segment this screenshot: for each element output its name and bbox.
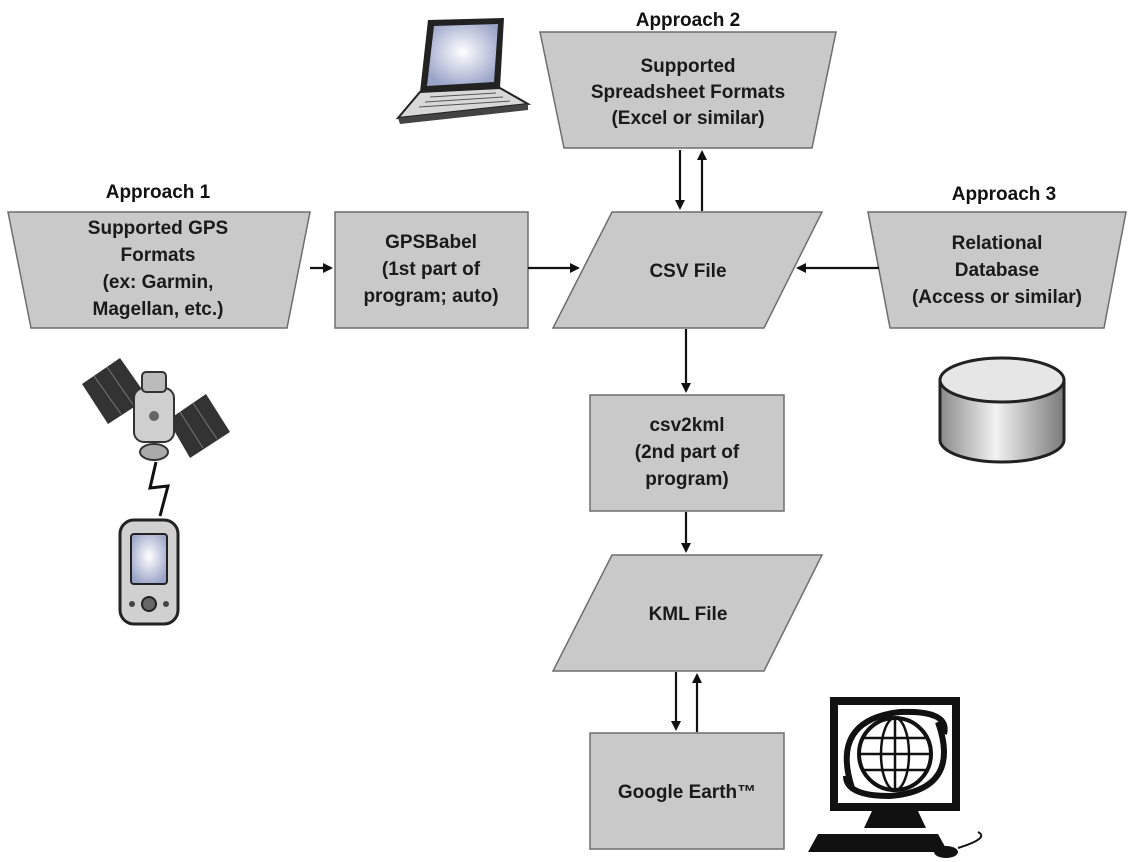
google-earth-box — [589, 732, 785, 850]
gps-handheld-icon — [118, 518, 180, 626]
approach-3-heading: Approach 3 — [952, 184, 1057, 205]
csv2kml-line: (2nd part of — [635, 442, 740, 463]
gpsbabel-box — [334, 211, 529, 329]
gpsbabel-line: (1st part of — [382, 259, 481, 280]
gps-formats-line: (ex: Garmin, — [103, 272, 214, 293]
gps-formats-label: Supported GPS Formats (ex: Garmin, Magel… — [88, 218, 228, 320]
spreadsheet-formats-line: Spreadsheet Formats — [591, 82, 785, 103]
gps-formats-line: Formats — [121, 245, 196, 266]
csv-file-label: CSV File — [649, 261, 726, 282]
gps-formats-line: Supported GPS — [88, 218, 228, 239]
signal-bolt-icon — [148, 461, 171, 517]
relational-database-line: Relational — [952, 233, 1043, 254]
gpsbabel-label: GPSBabel (1st part of program; auto) — [363, 232, 498, 307]
relational-database-line: Database — [955, 260, 1040, 281]
gpsbabel-line: GPSBabel — [385, 232, 477, 253]
csv2kml-box — [589, 394, 785, 512]
kml-file-shape — [551, 554, 824, 672]
spreadsheet-formats-line: (Excel or similar) — [611, 108, 764, 129]
kml-file-label: KML File — [649, 604, 728, 625]
spreadsheet-formats-label: Supported Spreadsheet Formats (Excel or … — [591, 56, 785, 129]
laptop-icon — [395, 18, 532, 124]
csv2kml-line: program) — [645, 469, 728, 490]
spreadsheet-formats-line: Supported — [641, 56, 736, 77]
relational-database-shape — [867, 211, 1127, 329]
relational-database-label: Relational Database (Access or similar) — [912, 233, 1082, 308]
approach-1-heading: Approach 1 — [106, 182, 211, 203]
spreadsheet-formats-shape — [539, 31, 837, 149]
csv2kml-line: csv2kml — [649, 415, 724, 436]
google-earth-label: Google Earth™ — [618, 782, 756, 803]
satellite-icon — [82, 358, 230, 461]
approach-2-heading: Approach 2 — [636, 10, 741, 31]
relational-database-line: (Access or similar) — [912, 287, 1082, 308]
gps-formats-shape — [7, 211, 311, 329]
gpsbabel-line: program; auto) — [363, 286, 498, 307]
csv2kml-label: csv2kml (2nd part of program) — [635, 415, 740, 490]
csv-file-shape — [551, 211, 824, 329]
database-cylinder-icon — [938, 356, 1066, 464]
computer-globe-icon — [808, 697, 983, 858]
gps-formats-line: Magellan, etc.) — [93, 299, 224, 320]
